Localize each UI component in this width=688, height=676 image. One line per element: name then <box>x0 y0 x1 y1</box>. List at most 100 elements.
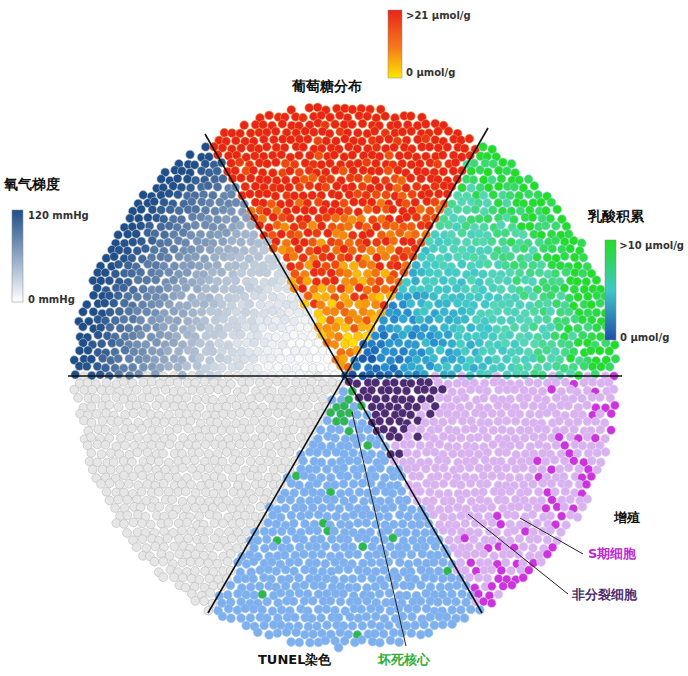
cell-dot <box>434 127 443 136</box>
cell-dot <box>394 166 403 175</box>
cell-dot <box>331 323 340 332</box>
cell-dot <box>358 137 367 146</box>
cell-dot <box>134 275 143 284</box>
cell-dot <box>457 197 466 206</box>
cell-dot <box>529 322 538 331</box>
cell-dot <box>577 239 586 248</box>
cell-dot <box>220 285 229 294</box>
cell-dot <box>98 354 107 363</box>
cell-dot <box>429 244 438 253</box>
cell-dot <box>384 370 393 379</box>
cell-dot <box>114 370 123 379</box>
cell-dot <box>222 228 231 237</box>
cell-dot <box>296 339 305 348</box>
cell-dot <box>488 315 497 324</box>
cell-dot <box>399 314 408 323</box>
cell-dot <box>488 409 497 418</box>
cell-dot <box>273 377 282 386</box>
cell-dot <box>89 291 98 300</box>
cell-dot <box>132 229 141 238</box>
cell-dot <box>136 330 145 339</box>
cell-dot <box>379 316 388 325</box>
cell-dot <box>124 261 133 270</box>
cell-dot <box>334 191 343 200</box>
cell-dot <box>183 301 192 310</box>
cell-dot <box>433 160 442 169</box>
cell-dot <box>548 261 557 270</box>
cell-dot <box>461 285 470 294</box>
cell-dot <box>431 135 440 144</box>
cell-dot <box>273 283 282 292</box>
cell-dot <box>349 198 358 207</box>
cell-dot <box>143 385 152 394</box>
cell-dot <box>222 215 231 224</box>
cell-dot <box>335 111 344 120</box>
cell-dot <box>450 245 459 254</box>
cell-dot <box>372 253 381 262</box>
cell-dot <box>75 346 84 355</box>
cell-dot <box>453 379 462 388</box>
cell-dot <box>453 395 462 404</box>
cell-dot <box>145 393 154 402</box>
cell-dot <box>467 184 476 193</box>
cell-dot <box>493 307 502 316</box>
cell-dot <box>537 355 546 364</box>
cell-dot <box>542 346 551 355</box>
cell-dot <box>274 409 283 418</box>
cell-dot <box>157 205 166 214</box>
cell-dot <box>502 167 511 176</box>
cell-dot <box>384 386 393 395</box>
cell-dot <box>278 135 287 144</box>
cell-dot <box>129 409 138 418</box>
cell-dot <box>246 190 255 199</box>
cell-dot <box>458 307 467 316</box>
cell-dot <box>368 403 377 412</box>
cell-dot <box>379 331 388 340</box>
cell-dot <box>409 268 418 277</box>
cell-dot <box>121 410 130 419</box>
cell-dot <box>542 315 551 324</box>
cell-dot <box>399 252 408 261</box>
cell-dot <box>434 189 443 198</box>
cell-dot <box>271 127 280 136</box>
cell-dot <box>219 409 228 418</box>
cell-dot <box>520 291 529 300</box>
cell-dot <box>552 393 561 402</box>
cell-dot <box>292 378 301 387</box>
cell-dot <box>560 252 569 261</box>
cell-dot <box>557 291 566 300</box>
cell-dot <box>116 324 125 333</box>
cell-dot <box>328 378 337 387</box>
cell-dot <box>256 300 265 309</box>
cell-dot <box>327 285 336 294</box>
cell-dot <box>389 237 398 246</box>
cell-dot <box>213 215 222 224</box>
cell-dot <box>451 158 460 167</box>
cell-dot <box>169 324 178 333</box>
cell-dot <box>406 299 415 308</box>
cell-dot <box>520 244 529 253</box>
cell-dot <box>265 394 274 403</box>
cell-dot <box>174 363 183 372</box>
cell-dot <box>236 221 245 230</box>
cell-dot <box>189 308 198 317</box>
cell-dot <box>370 127 379 136</box>
cell-dot <box>204 181 213 190</box>
cell-dot <box>510 183 519 192</box>
cell-dot <box>177 291 186 300</box>
cell-dot <box>494 166 503 175</box>
cell-dot <box>231 293 240 302</box>
cell-dot <box>543 362 552 371</box>
cell-dot <box>340 152 349 161</box>
cell-dot <box>358 198 367 207</box>
cell-dot <box>386 275 395 284</box>
cell-dot <box>535 268 544 277</box>
cell-dot <box>262 142 271 151</box>
cell-dot <box>321 183 330 192</box>
cell-dot <box>412 213 421 222</box>
cell-dot <box>425 315 434 324</box>
cell-dot <box>150 197 159 206</box>
cell-dot <box>114 403 123 412</box>
cell-dot <box>520 324 529 333</box>
cell-dot <box>132 401 141 410</box>
